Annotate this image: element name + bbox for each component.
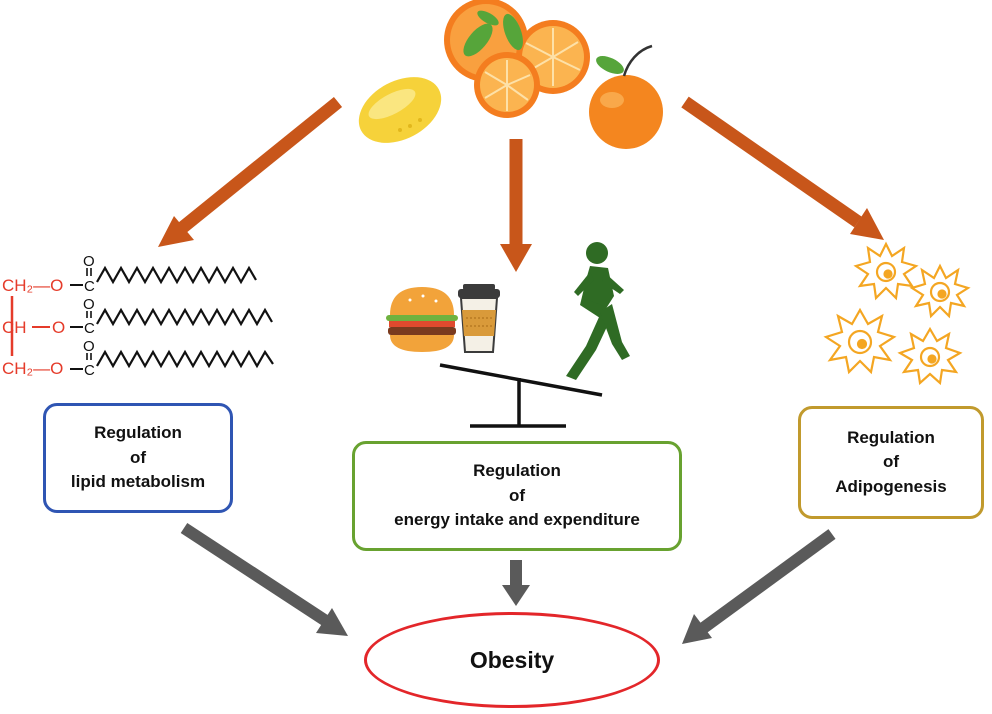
energy-box-line1: Regulation [473,461,561,481]
arrow-citrus-to-energy [500,139,532,272]
adipo-box-line2: of [882,452,900,472]
seesaw-icon [439,363,603,428]
arrow-energy-to-obesity [502,560,530,606]
fatty-acid-chain-1 [96,265,257,285]
obesity-label: Obesity [469,646,555,673]
glycerol-ch2-top: CH₂—O [2,276,63,295]
glycerol-o-mid: O [52,318,65,337]
lipid-box-line2: of [129,447,147,467]
lemon-icon [358,77,442,143]
ester-c-1: C [84,278,95,295]
fatty-acid-chain-3 [96,349,274,369]
glycerol-ch: CH [2,318,27,337]
adipo-box-line3: Adipogenesis [835,476,947,496]
arrow-citrus-to-adipogenesis [681,96,884,240]
arrow-citrus-to-lipid [158,96,343,247]
ester-c-3: C [84,362,95,379]
lipid-box-line3: lipid metabolism [70,472,206,492]
arrow-adipogenesis-to-obesity [682,529,836,644]
coffee-cup-icon [458,284,500,353]
triglyceride-structure: CH₂—O CH O CH₂—O O C O C O C [2,253,274,379]
glycerol-ch2-bottom: CH₂—O [2,359,63,378]
lipid-box-line1: Regulation [94,423,182,443]
arrow-lipid-to-obesity [180,522,348,636]
ester-o-1: O [83,253,95,270]
adipo-box-line1: Regulation [847,427,935,447]
ester-c-2: C [84,320,95,337]
lipid-metabolism-box: Regulation of lipid metabolism [43,403,233,513]
burger-icon [386,287,458,352]
energy-balance-box: Regulation of energy intake and expendit… [352,441,682,551]
orange-slices-icon [444,0,590,118]
obesity-outcome: Obesity [364,612,660,708]
runner-icon [566,242,630,380]
adipogenesis-box: Regulation of Adipogenesis [798,406,984,519]
ester-o-3: O [83,338,95,355]
ester-o-2: O [83,296,95,313]
orange-icon [589,44,663,149]
fatty-acid-chain-2 [96,307,273,327]
fat-cell-icon [823,241,971,386]
energy-box-line3: energy intake and expenditure [394,510,640,530]
energy-box-line2: of [508,485,526,505]
